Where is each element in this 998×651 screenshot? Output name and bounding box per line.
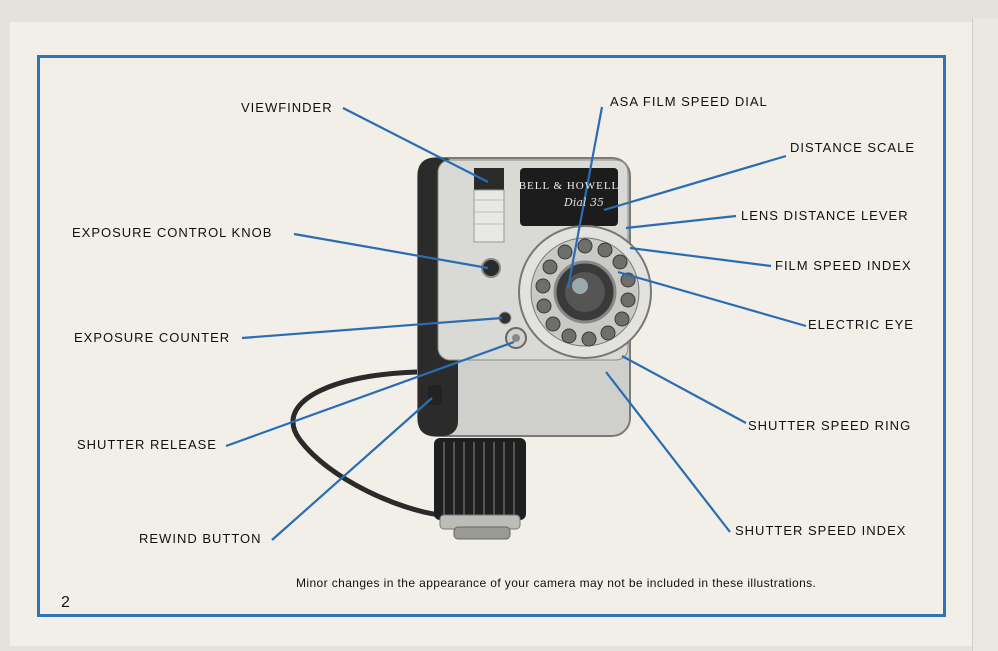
footnote: Minor changes in the appearance of your … (296, 576, 817, 590)
page-border (37, 55, 946, 617)
label-exposure-counter: EXPOSURE COUNTER (74, 330, 231, 345)
leader-lines (225, 106, 807, 541)
label-rewind-button: REWIND BUTTON (139, 531, 262, 546)
label-electric-eye: ELECTRIC EYE (808, 317, 914, 332)
label-distance-scale: DISTANCE SCALE (790, 140, 916, 155)
label-asa-film-speed-dial: ASA FILM SPEED DIAL (610, 94, 768, 109)
label-shutter-speed-ring: SHUTTER SPEED RING (748, 418, 912, 433)
wrist-strap (290, 369, 441, 518)
page-number: 2 (61, 594, 70, 611)
label-film-speed-index: FILM SPEED INDEX (775, 258, 912, 273)
label-shutter-speed-index: SHUTTER SPEED INDEX (735, 523, 907, 538)
next-page-edge (972, 18, 998, 651)
camera-model: Dial 35 (563, 196, 604, 209)
camera-brand: BELL & HOWELL (519, 180, 620, 192)
label-lens-distance-lever: LENS DISTANCE LEVER (741, 208, 909, 223)
winder-grip (434, 438, 526, 540)
label-shutter-release: SHUTTER RELEASE (77, 437, 217, 452)
label-viewfinder: VIEWFINDER (241, 100, 333, 115)
camera-body (417, 157, 652, 437)
label-exposure-control-knob: EXPOSURE CONTROL KNOB (72, 225, 273, 240)
